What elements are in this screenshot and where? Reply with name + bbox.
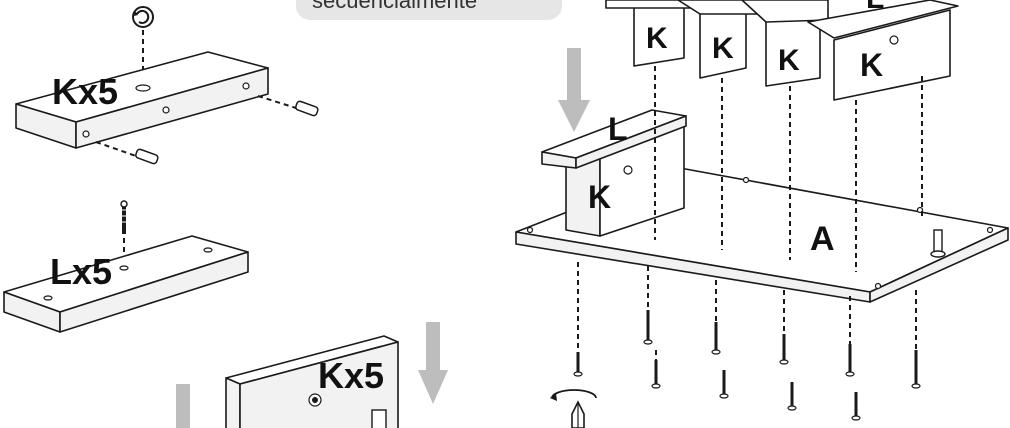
part-k-label-front: K: [588, 179, 611, 215]
screw-icon: [643, 310, 653, 345]
panel-k-count-bottom-label: Kx5: [318, 355, 384, 396]
screw-icon: [779, 334, 789, 365]
part-l-label-back: L: [866, 0, 884, 15]
dowel-icon: [295, 100, 319, 117]
screw-icon: [851, 392, 861, 421]
caption-pill: secuencialmente: [296, 0, 562, 20]
screw-icon: [787, 382, 797, 411]
cam-bolt-icon: [120, 200, 128, 234]
screw-icon: [719, 370, 729, 399]
part-l-label-front: L: [608, 111, 628, 147]
panel-k-detail: Kx5: [15, 6, 319, 165]
screw-icon: [845, 344, 855, 377]
part-k-label-2: K: [712, 32, 734, 65]
part-k-label-1: K: [646, 22, 668, 55]
screwdriver-icon: [550, 389, 597, 428]
screw-icon: [911, 350, 921, 389]
arrow-down-icon: [176, 384, 190, 428]
caption-text: secuencialmente: [312, 0, 477, 13]
rotation-icon: [132, 6, 154, 28]
k-panel-back-3: K: [741, 0, 829, 87]
part-k-label-4: K: [860, 47, 883, 83]
panel-l-count-label: Lx5: [50, 251, 112, 292]
arrow-down-icon: [418, 322, 448, 404]
main-assembly: A L K K K K: [515, 0, 1009, 428]
panel-k-count-label: Kx5: [52, 71, 118, 112]
screw-icon: [573, 352, 583, 377]
dowel-icon: [135, 148, 159, 165]
panel-k-bottom: Kx5: [176, 322, 448, 428]
screw-icon: [651, 360, 661, 389]
arrow-down-icon: [558, 48, 590, 132]
screw-icon: [711, 322, 721, 355]
cam-bolt-icon: [930, 229, 946, 258]
part-k-label-3: K: [778, 44, 800, 77]
panel-l-detail: Lx5: [3, 200, 249, 333]
k-panel-back-1: K: [605, 0, 691, 67]
part-a-label: A: [810, 220, 835, 258]
k-panel-back-2: K: [677, 0, 761, 79]
k-panel-back-4: K L: [807, 0, 959, 101]
